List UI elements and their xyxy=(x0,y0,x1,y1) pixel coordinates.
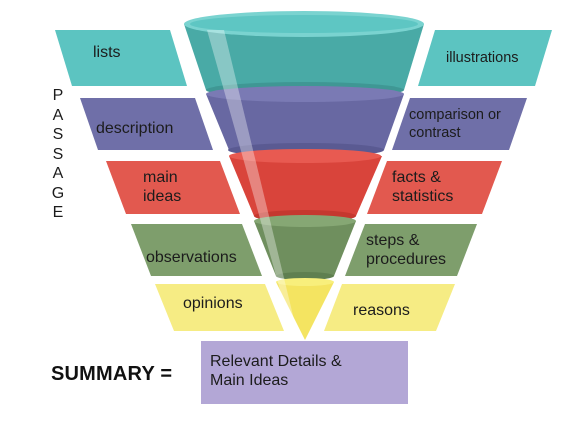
summary-box: Relevant Details & Main Ideas xyxy=(201,341,408,404)
left-label-lists: lists xyxy=(93,44,121,61)
passage-letter: E xyxy=(52,204,64,221)
funnel-highlight xyxy=(207,30,298,336)
band-right-illustrations xyxy=(418,30,552,86)
band-left-observations xyxy=(131,224,262,276)
band-left-main-ideas xyxy=(106,161,240,214)
band-right-comparison xyxy=(392,98,527,150)
band-right-reasons xyxy=(324,284,455,331)
band-left-opinions xyxy=(155,284,284,331)
right-label-illustrations: illustrations xyxy=(446,50,519,66)
passage-vertical-label: P A S S A G E xyxy=(50,86,66,223)
right-label-reasons: reasons xyxy=(353,302,410,319)
left-label-description: description xyxy=(96,120,174,137)
passage-letter: A xyxy=(52,106,64,124)
passage-letter: G xyxy=(51,184,65,202)
passage-letter: P xyxy=(52,87,64,104)
funnel-tier-4 xyxy=(254,215,356,280)
funnel-tier-5 xyxy=(276,278,334,340)
summary-line: Relevant Details & xyxy=(210,353,342,370)
right-label-comparison: comparison or contrast xyxy=(409,107,501,141)
funnel-tier-3 xyxy=(229,149,382,222)
passage-letter: A xyxy=(52,165,64,182)
band-left-description xyxy=(80,98,213,150)
right-label-steps: steps & procedures xyxy=(366,232,447,268)
funnel-tier-1 xyxy=(184,11,424,98)
left-label-opinions: opinions xyxy=(183,295,243,312)
left-label-observations: observations xyxy=(146,249,237,266)
band-right-facts xyxy=(367,161,502,214)
band-left-lists xyxy=(55,30,187,86)
right-label-facts: facts & statistics xyxy=(392,169,454,205)
summary-line: Main Ideas xyxy=(210,372,289,389)
left-label-main-ideas: main ideas xyxy=(143,169,182,205)
passage-letter: S xyxy=(52,145,64,163)
passage-letter: S xyxy=(52,126,64,143)
summary-label: SUMMARY = xyxy=(51,363,173,385)
band-right-steps xyxy=(345,224,477,276)
